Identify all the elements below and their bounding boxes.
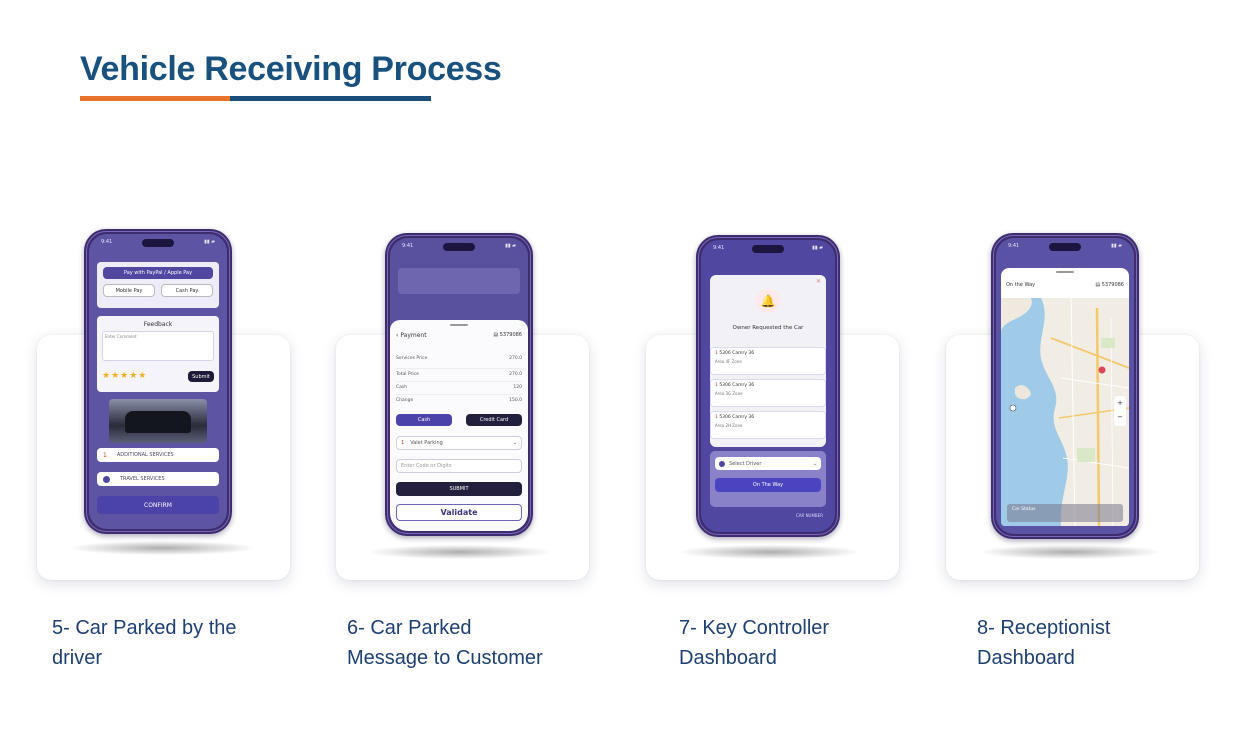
phone-screen: 9:41▮▮ ▰ On the Way ▤ 5379086	[996, 238, 1134, 534]
badge-icon: 1	[715, 383, 718, 388]
phone-shadow	[70, 541, 255, 555]
car-status-bar[interactable]: Car Status	[1007, 504, 1123, 522]
on-the-way-button[interactable]: On The Way	[715, 478, 821, 492]
caption-line-2: driver	[52, 647, 103, 669]
phone-shadow	[980, 545, 1160, 559]
paypal-button[interactable]: Pay with PayPal / Apple Pay	[103, 267, 213, 279]
comment-input[interactable]: Enter Comment	[102, 331, 214, 361]
phone-mockup-step-8: 9:41▮▮ ▰ On the Way ▤ 5379086	[991, 233, 1139, 539]
badge-icon: 1	[103, 451, 107, 459]
ticket-number: ▤ 5379086	[1095, 282, 1124, 288]
car-request-item[interactable]: 1 5306 Camry 36 Area 2H Zone	[710, 411, 826, 439]
chevron-down-icon: ⌄	[512, 440, 517, 446]
code-input[interactable]: Enter Code or Digits	[396, 459, 522, 473]
zoom-out-icon[interactable]: −	[1117, 413, 1123, 421]
phone-shadow	[680, 545, 860, 559]
additional-services-label: ADDITIONAL SERVICES	[116, 452, 174, 458]
title-underline	[80, 96, 431, 101]
cash-tab[interactable]: Cash	[396, 414, 452, 426]
payment-header-label: Payment	[400, 332, 427, 339]
zoom-controls[interactable]: + −	[1114, 396, 1126, 426]
submit-feedback-button[interactable]: Submit	[188, 371, 214, 382]
zoom-in-icon[interactable]: +	[1117, 399, 1123, 407]
travel-services-label: TRAVEL SERVICES	[120, 476, 165, 482]
title-underline-main	[230, 96, 431, 101]
phone-notch	[752, 245, 784, 253]
phone-shadow	[370, 545, 550, 559]
bell-icon: 🔔	[756, 289, 780, 313]
step-caption-6: 6- Car Parked Message to Customer	[347, 613, 543, 673]
driver-panel: Select Driver ⌄ On The Way	[710, 451, 826, 507]
step-caption-5: 5- Car Parked by the driver	[52, 613, 237, 673]
phone-mockup-step-7: 9:41▮▮ ▰ ✕ 🔔 Owner Requested the Car 1 5…	[696, 235, 840, 537]
phone-mockup-step-5: 9:41▮▮ ▰ Pay with PayPal / Apple Pay Mob…	[84, 229, 232, 534]
close-icon[interactable]: ✕	[815, 278, 821, 285]
additional-services-button[interactable]: 1 ADDITIONAL SERVICES	[97, 448, 219, 462]
status-bar: 9:41▮▮ ▰	[1008, 243, 1122, 249]
sheet-handle	[450, 324, 468, 326]
validate-button[interactable]: Validate	[396, 504, 522, 521]
title-underline-accent	[80, 96, 230, 101]
page-title: Vehicle Receiving Process	[80, 50, 502, 88]
payment-options-panel: Pay with PayPal / Apple Pay Mobile Pay C…	[97, 262, 219, 308]
service-select[interactable]: 1 Valet Parking ⌄	[396, 436, 522, 450]
alert-title: Owner Requested the Car	[732, 325, 804, 331]
travel-icon	[103, 475, 110, 483]
caption-line-2: Dashboard	[679, 647, 777, 669]
cash-pay-option[interactable]: Cash Pay	[161, 284, 213, 297]
ticket-number: ▤ 5379086	[493, 332, 522, 338]
step-caption-7: 7- Key Controller Dashboard	[679, 613, 829, 673]
chevron-down-icon: ⌄	[812, 460, 817, 467]
feedback-panel: Feedback Enter Comment ★★★★★ Submit	[97, 316, 219, 392]
badge-icon: 1	[401, 440, 405, 446]
status-bar: 9:41▮▮ ▰	[101, 239, 215, 245]
car-request-item[interactable]: 1 5306 Camry 36 Area 4F Zone	[710, 347, 826, 375]
caption-line-1: 5- Car Parked by the	[52, 617, 237, 639]
caption-line-2: Dashboard	[977, 647, 1075, 669]
phone-screen: 9:41▮▮ ▰ Pay with PayPal / Apple Pay Mob…	[89, 234, 227, 529]
step-caption-8: 8- Receptionist Dashboard	[977, 613, 1110, 673]
driver-icon	[719, 460, 725, 467]
caption-line-2: Message to Customer	[347, 647, 543, 669]
payment-header[interactable]: ‹ Payment	[396, 332, 427, 339]
submit-button[interactable]: SUBMIT	[396, 482, 522, 496]
caption-line-1: 6- Car Parked	[347, 617, 472, 639]
car-request-item[interactable]: 1 5306 Camry 36 Area 3G Zone	[710, 379, 826, 407]
car-image	[109, 399, 207, 443]
footer-label: CAR NUMBER	[795, 513, 823, 518]
phone-screen: 9:41▮▮ ▰ ‹ Payment ▤ 5379086 Services Pr…	[390, 238, 528, 531]
phone-screen: 9:41▮▮ ▰ ✕ 🔔 Owner Requested the Car 1 5…	[701, 240, 835, 532]
confirm-button[interactable]: CONFIRM	[97, 496, 219, 514]
status-label: On the Way	[1006, 282, 1036, 288]
caption-line-1: 8- Receptionist	[977, 617, 1111, 639]
driver-select[interactable]: Select Driver ⌄	[715, 457, 821, 470]
status-bar: 9:41▮▮ ▰	[402, 243, 516, 249]
blurred-header	[398, 268, 520, 294]
badge-icon: 1	[715, 351, 718, 356]
request-modal: ✕ 🔔 Owner Requested the Car 1 5306 Camry…	[710, 275, 826, 447]
route-map[interactable]	[1001, 298, 1129, 526]
mobile-pay-option[interactable]: Mobile Pay	[103, 284, 155, 297]
phone-notch	[443, 243, 475, 251]
badge-icon: 1	[715, 415, 718, 420]
phone-notch	[1049, 243, 1081, 251]
credit-card-tab[interactable]: Credit Card	[466, 414, 522, 426]
status-bar: 9:41▮▮ ▰	[713, 245, 823, 251]
star-rating[interactable]: ★★★★★	[102, 371, 148, 381]
feedback-title: Feedback	[143, 321, 173, 328]
phone-notch	[142, 239, 174, 247]
car-body-shape	[125, 411, 191, 433]
map-sheet: On the Way ▤ 5379086 +	[1001, 268, 1129, 526]
phone-mockup-step-6: 9:41▮▮ ▰ ‹ Payment ▤ 5379086 Services Pr…	[385, 233, 533, 536]
caption-line-1: 7- Key Controller	[679, 617, 830, 639]
sheet-handle	[1056, 271, 1074, 273]
travel-services-button[interactable]: TRAVEL SERVICES	[97, 472, 219, 486]
